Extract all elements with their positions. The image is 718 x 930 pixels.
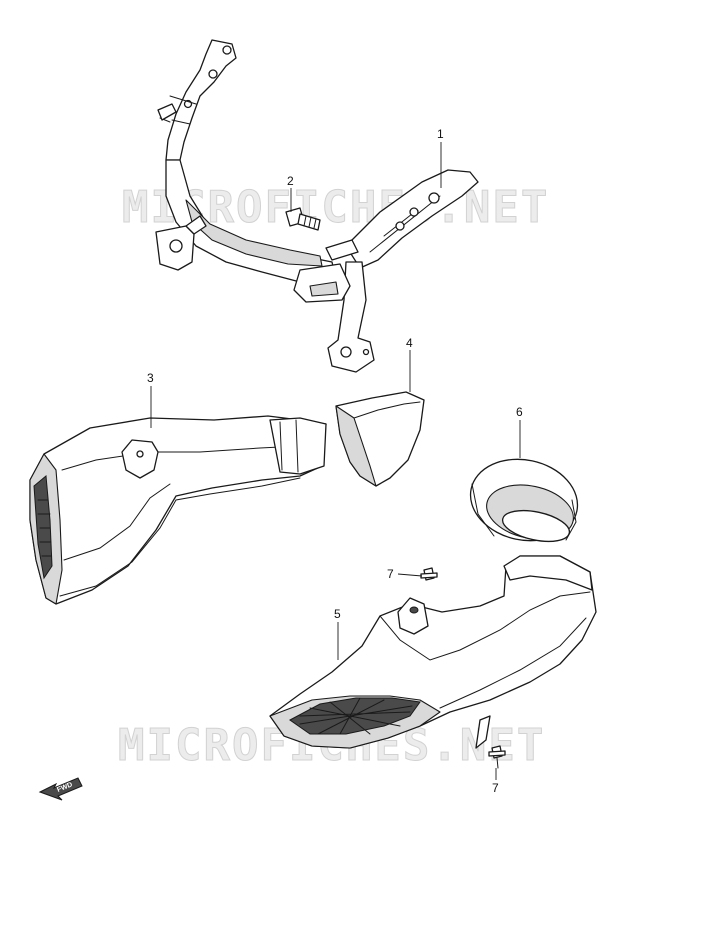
leader-lines bbox=[150, 142, 521, 780]
part-1-bracket bbox=[155, 39, 479, 373]
callout-5: 5 bbox=[334, 607, 341, 621]
callout-2: 2 bbox=[287, 174, 294, 188]
callout-1: 1 bbox=[437, 127, 444, 141]
part-3-left-duct bbox=[29, 415, 327, 605]
callout-7-lower: 7 bbox=[492, 781, 499, 795]
part-4-connector bbox=[335, 391, 425, 487]
fwd-arrow-icon: FWD bbox=[38, 777, 83, 801]
part-6-ring-seal bbox=[469, 458, 579, 543]
callout-3: 3 bbox=[147, 371, 154, 385]
part-5-right-duct bbox=[269, 555, 597, 749]
callout-4: 4 bbox=[406, 336, 413, 350]
callout-7-upper: 7 bbox=[387, 567, 394, 581]
part-2-bolt bbox=[285, 207, 321, 231]
part-7-screw-upper bbox=[420, 567, 438, 581]
part-7-screw-lower bbox=[488, 745, 506, 769]
callout-6: 6 bbox=[516, 405, 523, 419]
